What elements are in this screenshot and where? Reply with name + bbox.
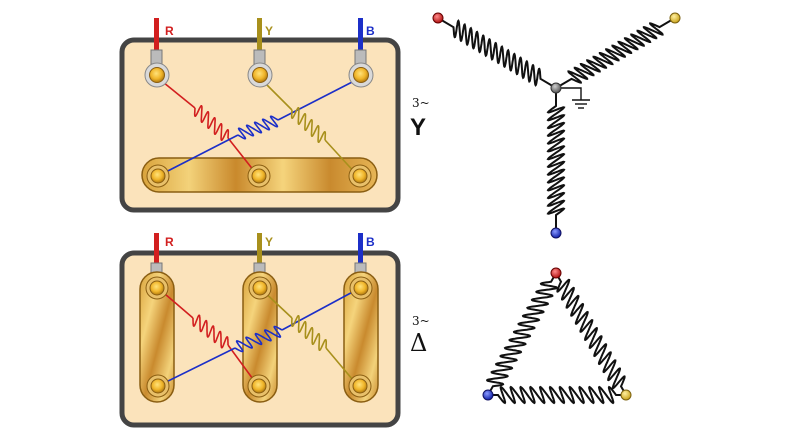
star-schematic-coil-y xyxy=(555,17,676,89)
delta-nut-bottom-3 xyxy=(348,374,372,398)
delta-schematic-coil-bottom xyxy=(488,385,626,405)
star-nut-top-y xyxy=(247,62,273,88)
star-node-b xyxy=(550,227,562,239)
delta-winding-coil-r xyxy=(192,314,229,349)
star-neutral-node xyxy=(550,82,562,94)
star-winding-coil-y xyxy=(290,107,327,143)
delta-schematic-coil-left xyxy=(485,272,559,396)
delta-node-y xyxy=(620,389,632,401)
delta-winding-coil-y xyxy=(291,315,327,351)
delta-nut-top-3 xyxy=(349,276,373,300)
star-terminal-label-b: B xyxy=(366,24,375,38)
star-phase-count: 3~ xyxy=(412,96,430,110)
delta-link-right xyxy=(343,271,379,403)
delta-terminal-label-y: Y xyxy=(265,235,273,249)
delta-schematic-coil-right xyxy=(555,272,627,396)
delta-terminal-label-r: R xyxy=(165,235,174,249)
star-symbol: 3~ Y xyxy=(410,96,430,141)
star-symbol-letter: Y xyxy=(410,114,426,141)
delta-node-r xyxy=(550,267,562,279)
ground-icon xyxy=(557,87,590,109)
star-nut-top-r xyxy=(144,62,170,88)
star-schematic-coil-b xyxy=(546,88,566,233)
delta-link-middle xyxy=(242,271,278,403)
delta-nut-top-1 xyxy=(145,276,169,300)
delta-nut-top-2 xyxy=(248,276,272,300)
star-nut-bottom-1 xyxy=(146,164,170,188)
delta-terminal-box: R Y B xyxy=(119,233,401,428)
delta-terminal-label-b: B xyxy=(366,235,375,249)
delta-node-b xyxy=(482,389,494,401)
star-terminal-box: R Y B xyxy=(119,18,401,213)
delta-symbol-letter: Δ xyxy=(410,329,427,357)
delta-nut-bottom-2 xyxy=(247,374,271,398)
star-node-y xyxy=(669,12,681,24)
star-nut-bottom-2 xyxy=(247,164,271,188)
delta-link-left xyxy=(139,271,175,403)
delta-symbol: 3~ Δ xyxy=(410,314,430,357)
delta-nut-bottom-1 xyxy=(146,374,170,398)
star-nut-bottom-3 xyxy=(348,164,372,188)
delta-terminal-nuts xyxy=(145,276,373,398)
star-node-r xyxy=(432,12,444,24)
delta-schematic xyxy=(482,267,632,405)
star-winding-coil-b xyxy=(237,115,279,140)
star-nut-top-b xyxy=(348,62,374,88)
star-terminal-label-y: Y xyxy=(265,24,273,38)
delta-phase-count: 3~ xyxy=(412,314,430,328)
star-winding-coil-r xyxy=(193,105,230,141)
star-terminal-label-r: R xyxy=(165,24,174,38)
star-schematic-coil-r xyxy=(437,17,557,89)
star-schematic xyxy=(432,12,681,239)
delta-winding-coil-b xyxy=(234,325,283,353)
star-terminal-nuts xyxy=(144,62,374,188)
